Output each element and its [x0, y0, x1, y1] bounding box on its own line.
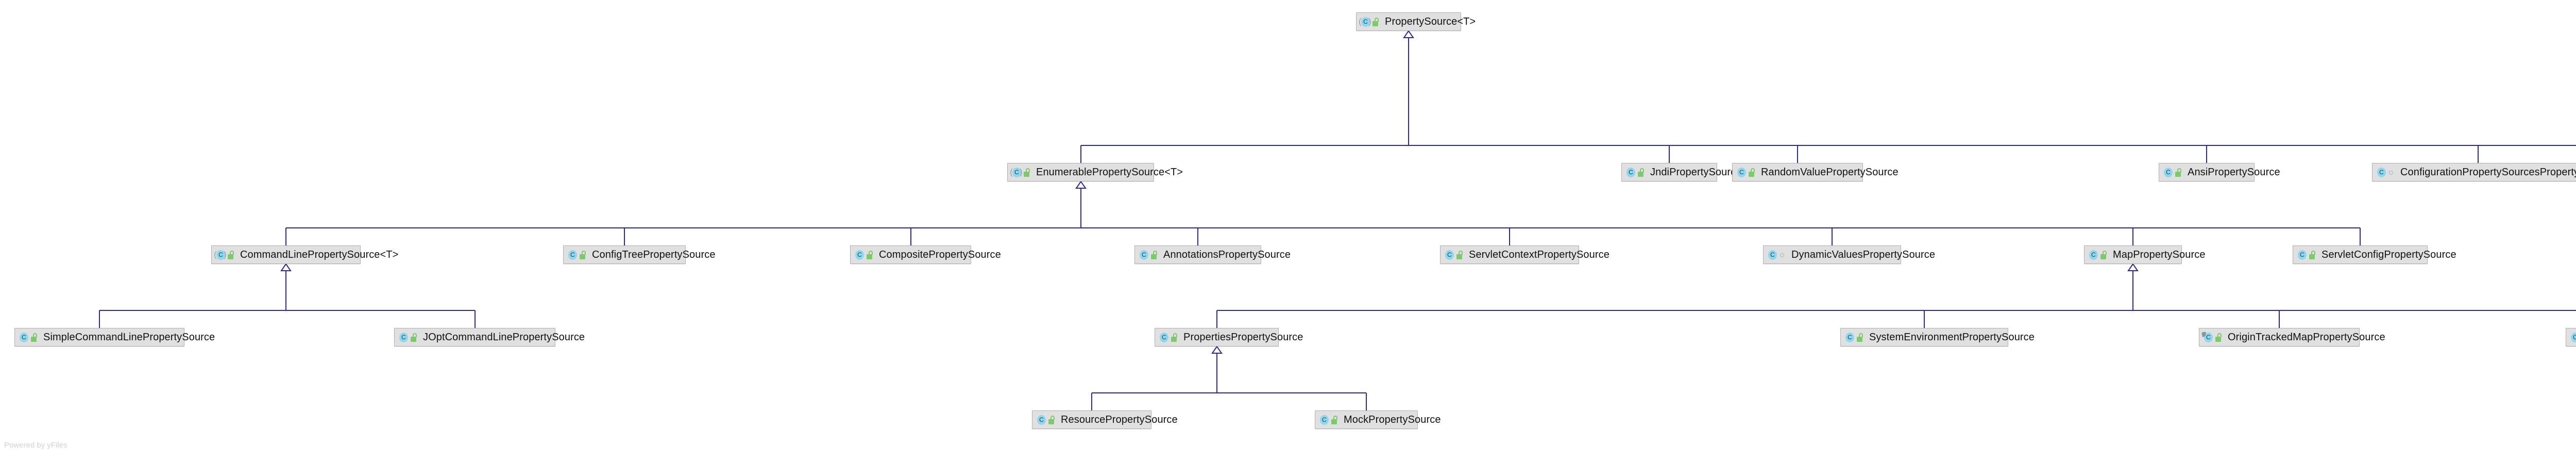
- generalization-arrowhead: [280, 263, 292, 271]
- public-lock-icon: [580, 250, 587, 259]
- uml-class-node[interactable]: CDefaultPropertiesPropertySource: [2566, 328, 2576, 346]
- generalization-edge-group: [1216, 263, 2576, 328]
- public-lock-icon: [1048, 415, 1056, 424]
- uml-class-node[interactable]: (C) EnumerablePropertySource<T>: [1007, 163, 1183, 182]
- class-icon: C: [1625, 167, 1635, 177]
- uml-class-name: ServletContextPropertySource: [1469, 249, 1609, 260]
- uml-class-node[interactable]: C CompositePropertySource: [850, 245, 1001, 264]
- uml-class-node[interactable]: C SimpleCommandLinePropertySource: [14, 328, 215, 346]
- public-lock-icon: [1456, 250, 1464, 259]
- uml-class-node[interactable]: C OriginTrackedMapPropertySource: [2199, 328, 2385, 346]
- public-lock-icon: [1171, 333, 1179, 342]
- uml-class-node[interactable]: C ResourcePropertySource: [1032, 410, 1178, 429]
- uml-class-node[interactable]: C JndiPropertySource: [1621, 163, 1741, 182]
- uml-class-node[interactable]: (C) PropertySource<T>: [1356, 12, 1476, 31]
- class-icon: C: [2163, 167, 2173, 177]
- generalization-arrowhead: [1075, 180, 1087, 189]
- uml-class-name: PropertiesPropertySource: [1183, 332, 1303, 343]
- class-icon: C: [398, 332, 408, 342]
- public-lock-icon: [1331, 415, 1339, 424]
- uml-class-node[interactable]: C DynamicValuesPropertySource: [1763, 245, 1935, 264]
- public-lock-icon: [411, 333, 418, 342]
- class-abstract-icon: (C): [1010, 167, 1023, 177]
- uml-class-name: SystemEnvironmentPropertySource: [1869, 332, 2035, 343]
- class-icon: C: [1767, 250, 1777, 260]
- public-lock-icon: [2215, 333, 2223, 342]
- uml-class-name: CompositePropertySource: [879, 249, 1001, 260]
- public-lock-icon: [2309, 250, 2317, 259]
- uml-class-name: PropertySource<T>: [1385, 16, 1476, 27]
- generalization-arrowhead: [1403, 30, 1414, 38]
- class-icon: C: [1139, 250, 1148, 260]
- uml-class-name: RandomValuePropertySource: [1761, 167, 1899, 178]
- generalization-edge-group: [1080, 30, 2576, 163]
- uml-class-node[interactable]: C JOptCommandLinePropertySource: [394, 328, 585, 346]
- uml-class-node[interactable]: C RandomValuePropertySource: [1732, 163, 1899, 182]
- public-lock-icon: [1372, 17, 1380, 26]
- uml-class-name: ResourcePropertySource: [1061, 414, 1178, 425]
- public-lock-icon: [2175, 168, 2183, 177]
- package-circle-icon: [2388, 168, 2395, 177]
- uml-class-name: JndiPropertySource: [1650, 167, 1742, 178]
- uml-class-node[interactable]: C MapPropertySource: [2084, 245, 2205, 264]
- class-icon: C: [2297, 250, 2307, 260]
- class-icon: C: [1444, 250, 1454, 260]
- generalization-arrowhead: [1211, 345, 1223, 354]
- yfiles-watermark: Powered by yFiles: [4, 441, 67, 450]
- class-icon: C: [19, 332, 28, 342]
- public-lock-icon: [1638, 168, 1646, 177]
- class-icon: C: [1159, 332, 1168, 342]
- public-lock-icon: [228, 250, 235, 259]
- public-lock-icon: [1024, 168, 1031, 177]
- class-icon: C: [2088, 250, 2098, 260]
- public-lock-icon: [1749, 168, 1756, 177]
- uml-class-node[interactable]: (C) CommandLinePropertySource<T>: [211, 245, 398, 264]
- uml-class-name: CommandLinePropertySource<T>: [240, 249, 399, 260]
- public-lock-icon: [31, 333, 39, 342]
- uml-class-name: DynamicValuesPropertySource: [1791, 249, 1936, 260]
- class-icon: C: [854, 250, 864, 260]
- uml-class-node[interactable]: C SystemEnvironmentPropertySource: [1840, 328, 2035, 346]
- uml-class-name: AnsiPropertySource: [2188, 167, 2280, 178]
- generalization-edge-group: [285, 180, 2361, 245]
- class-abstract-icon: (C): [1359, 16, 1371, 27]
- uml-class-name: ConfigTreePropertySource: [592, 249, 716, 260]
- uml-class-name: AnnotationsPropertySource: [1163, 249, 1291, 260]
- class-icon: C: [1319, 415, 1329, 425]
- uml-class-node[interactable]: C MockPropertySource: [1315, 410, 1440, 429]
- public-lock-icon: [867, 250, 874, 259]
- class-icon: C: [2376, 167, 2386, 177]
- uml-class-name: ServletConfigPropertySource: [2321, 249, 2456, 260]
- uml-class-node[interactable]: C ServletConfigPropertySource: [2293, 245, 2456, 264]
- uml-class-node[interactable]: C AnsiPropertySource: [2159, 163, 2280, 182]
- uml-class-name: SimpleCommandLinePropertySource: [43, 332, 215, 343]
- public-lock-icon: [1151, 250, 1159, 259]
- uml-class-node[interactable]: C ConfigTreePropertySource: [563, 245, 715, 264]
- uml-class-name: OriginTrackedMapPropertySource: [2228, 332, 2385, 343]
- class-icon: C: [1844, 332, 1854, 342]
- class-abstract-icon: (C): [214, 249, 227, 260]
- uml-class-node[interactable]: C AnnotationsPropertySource: [1134, 245, 1291, 264]
- uml-class-name: EnumerablePropertySource<T>: [1036, 167, 1183, 178]
- class-icon: C: [1036, 415, 1046, 425]
- uml-class-name: MockPropertySource: [1344, 414, 1441, 425]
- generalization-arrowhead: [2127, 263, 2139, 271]
- generalization-edge-group: [1091, 345, 1367, 410]
- uml-class-name: JOptCommandLinePropertySource: [423, 332, 585, 343]
- uml-class-node[interactable]: C PropertiesPropertySource: [1155, 328, 1303, 346]
- public-lock-icon: [2100, 250, 2108, 259]
- package-circle-icon: [1780, 251, 1786, 259]
- generalization-edge-group: [99, 263, 476, 328]
- uml-class-name: ConfigurationPropertySourcesPropertySour…: [2400, 167, 2576, 178]
- public-lock-icon: [1857, 333, 1865, 342]
- uml-class-name: MapPropertySource: [2113, 249, 2206, 260]
- uml-class-node[interactable]: C ServletContextPropertySource: [1440, 245, 1609, 264]
- uml-class-node[interactable]: C ConfigurationPropertySourcesPropertySou…: [2372, 163, 2576, 182]
- class-icon: C: [567, 250, 577, 260]
- class-icon: C: [1736, 167, 1746, 177]
- class-marked-icon: C: [2201, 331, 2213, 342]
- class-icon: C: [2570, 332, 2576, 342]
